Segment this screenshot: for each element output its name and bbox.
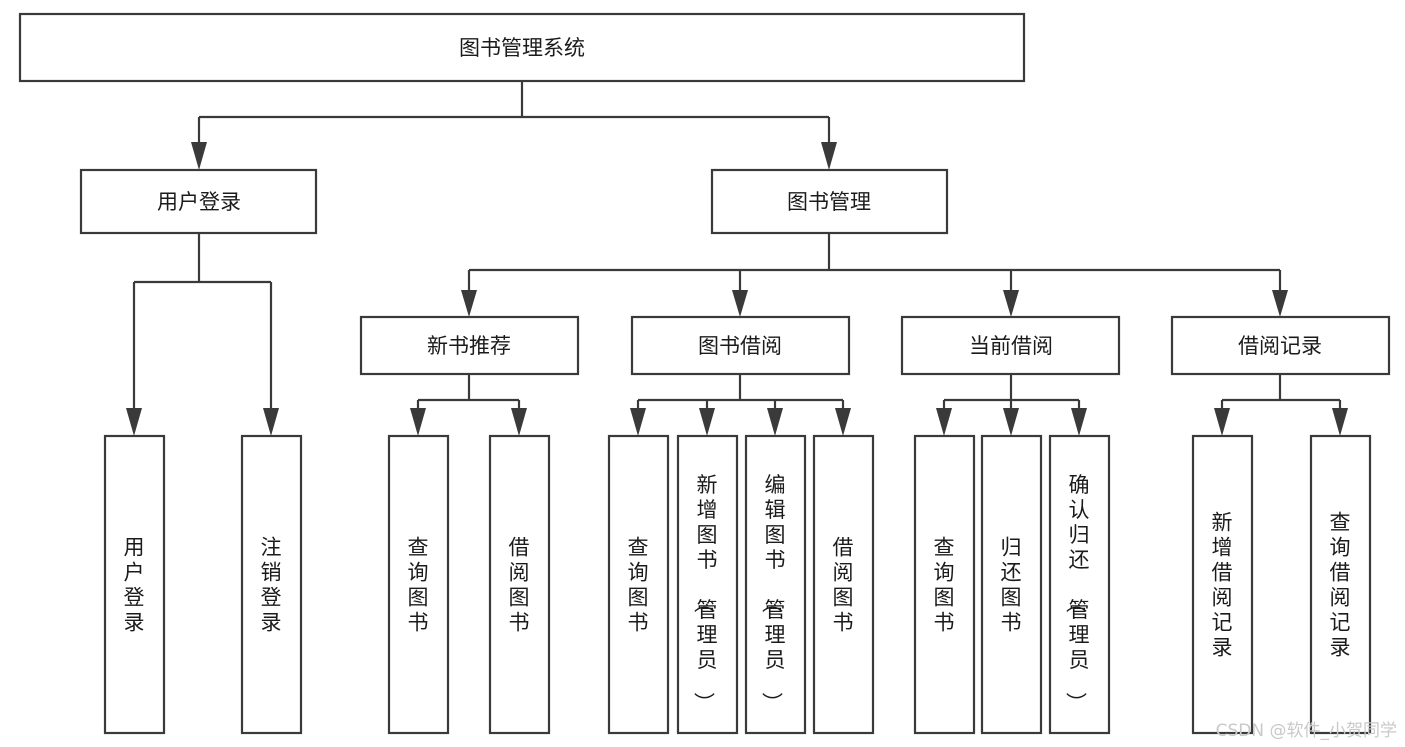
arrow-head-leaf-borrow-book-1: [511, 408, 527, 436]
node-leaf-return-book[interactable]: 归还图书: [980, 434, 1043, 735]
connector-group-current-borrow: [936, 374, 1087, 436]
arrow-head-leaf-user-logout: [263, 408, 279, 436]
node-leaf-add-record[interactable]: 新增借阅记录: [1191, 434, 1254, 735]
node-new-book-recommend-label: 新书推荐: [427, 334, 511, 358]
node-leaf-user-login-box[interactable]: [103, 434, 166, 735]
arrow-head-leaf-add-record: [1214, 408, 1230, 436]
node-leaf-return-book-label: 归还图书: [1001, 536, 1022, 635]
node-book-borrow[interactable]: 图书借阅: [630, 315, 851, 376]
node-leaf-borrow-book-1[interactable]: 借阅图书: [488, 434, 551, 735]
node-leaf-borrow-book-2[interactable]: 借阅图书: [812, 434, 875, 735]
node-new-book-recommend-box[interactable]: [359, 315, 580, 376]
node-book-borrow-box[interactable]: [630, 315, 851, 376]
node-leaf-edit-book[interactable]: 编辑图书（管理员）: [744, 434, 807, 735]
node-leaf-query-book-1-box[interactable]: [387, 434, 450, 735]
arrow-head-current-borrow: [1003, 290, 1019, 317]
node-leaf-query-book-3-label: 查询图书: [934, 536, 955, 635]
node-leaf-query-record[interactable]: 查询借阅记录: [1309, 434, 1372, 735]
arrow-head-user-login: [191, 142, 207, 170]
node-leaf-query-book-2-label: 查询图书: [628, 536, 649, 635]
node-leaf-borrow-book-1-label: 借阅图书: [509, 536, 530, 635]
node-leaf-edit-book-label: 编辑图书（管理员）: [760, 473, 786, 713]
node-leaf-confirm-return-box[interactable]: [1048, 434, 1111, 735]
node-leaf-confirm-return[interactable]: 确认归还（管理员）: [1048, 434, 1111, 735]
node-leaf-add-record-box[interactable]: [1191, 434, 1254, 735]
node-leaf-borrow-book-2-box[interactable]: [812, 434, 875, 735]
connector-group-new-book-recommend: [410, 374, 527, 436]
arrow-head-borrow-record: [1272, 290, 1288, 317]
node-user-login-label: 用户登录: [157, 190, 241, 214]
node-leaf-return-book-box[interactable]: [980, 434, 1043, 735]
node-new-book-recommend[interactable]: 新书推荐: [359, 315, 580, 376]
node-leaf-edit-book-box[interactable]: [744, 434, 807, 735]
node-user-login-box[interactable]: [79, 168, 318, 235]
arrow-head-leaf-confirm-return: [1071, 408, 1087, 436]
connector-group-book-management: [461, 233, 1288, 317]
node-leaf-query-record-label: 查询借阅记录: [1330, 511, 1351, 660]
arrow-head-book-borrow: [732, 290, 748, 317]
node-book-borrow-label: 图书借阅: [698, 334, 782, 358]
arrow-head-leaf-query-book-3: [936, 408, 952, 436]
arrow-head-leaf-query-book-2: [630, 408, 646, 436]
csdn-watermark: CSDN @软件_小贺同学: [1215, 721, 1397, 741]
node-leaf-add-book-label: 新增图书（管理员）: [692, 473, 718, 713]
node-leaf-query-book-1-label: 查询图书: [408, 536, 429, 635]
node-root[interactable]: 图书管理系统: [18, 12, 1026, 83]
node-leaf-query-book-2-box[interactable]: [607, 434, 670, 735]
node-book-management-box[interactable]: [710, 168, 949, 235]
arrow-head-leaf-edit-book: [767, 408, 783, 436]
node-user-login[interactable]: 用户登录: [79, 168, 318, 235]
node-borrow-record[interactable]: 借阅记录: [1170, 315, 1391, 376]
node-leaf-user-login-label: 用户登录: [124, 536, 145, 635]
node-leaf-query-record-box[interactable]: [1309, 434, 1372, 735]
node-leaf-query-book-2[interactable]: 查询图书: [607, 434, 670, 735]
arrow-head-book-management: [821, 142, 837, 170]
node-leaf-query-book-3-box[interactable]: [913, 434, 976, 735]
arrow-head-leaf-query-record: [1332, 408, 1348, 436]
node-leaf-user-logout[interactable]: 注销登录: [240, 434, 303, 735]
arrow-head-leaf-add-book: [699, 408, 715, 436]
arrow-head-leaf-borrow-book-2: [835, 408, 851, 436]
connector-group-user-login: [126, 233, 279, 436]
arrow-head-new-book-recommend: [461, 290, 477, 317]
node-leaf-query-book-1[interactable]: 查询图书: [387, 434, 450, 735]
connector-group-root: [191, 81, 837, 170]
node-leaf-add-book[interactable]: 新增图书（管理员）: [676, 434, 739, 735]
node-root-box[interactable]: [18, 12, 1026, 83]
node-leaf-borrow-book-1-box[interactable]: [488, 434, 551, 735]
node-leaf-borrow-book-2-label: 借阅图书: [833, 536, 854, 635]
node-root-label: 图书管理系统: [459, 36, 585, 60]
node-current-borrow-box[interactable]: [900, 315, 1121, 376]
connector-group-book-borrow: [630, 374, 851, 436]
node-leaf-user-login[interactable]: 用户登录: [103, 434, 166, 735]
arrow-head-leaf-user-login: [126, 408, 142, 436]
arrow-head-leaf-query-book-1: [410, 408, 426, 436]
node-borrow-record-box[interactable]: [1170, 315, 1391, 376]
node-leaf-user-logout-box[interactable]: [240, 434, 303, 735]
node-leaf-confirm-return-label: 确认归还（管理员）: [1064, 473, 1090, 713]
node-leaf-add-book-box[interactable]: [676, 434, 739, 735]
node-book-management[interactable]: 图书管理: [710, 168, 949, 235]
node-leaf-add-record-label: 新增借阅记录: [1212, 511, 1233, 660]
node-borrow-record-label: 借阅记录: [1238, 334, 1322, 358]
node-current-borrow-label: 当前借阅: [969, 334, 1053, 358]
node-book-management-label: 图书管理: [787, 190, 871, 214]
connector-group-borrow-record: [1214, 374, 1348, 436]
node-leaf-query-book-3[interactable]: 查询图书: [913, 434, 976, 735]
node-current-borrow[interactable]: 当前借阅: [900, 315, 1121, 376]
arrow-head-leaf-return-book: [1003, 408, 1019, 436]
node-leaf-user-logout-label: 注销登录: [261, 536, 282, 635]
